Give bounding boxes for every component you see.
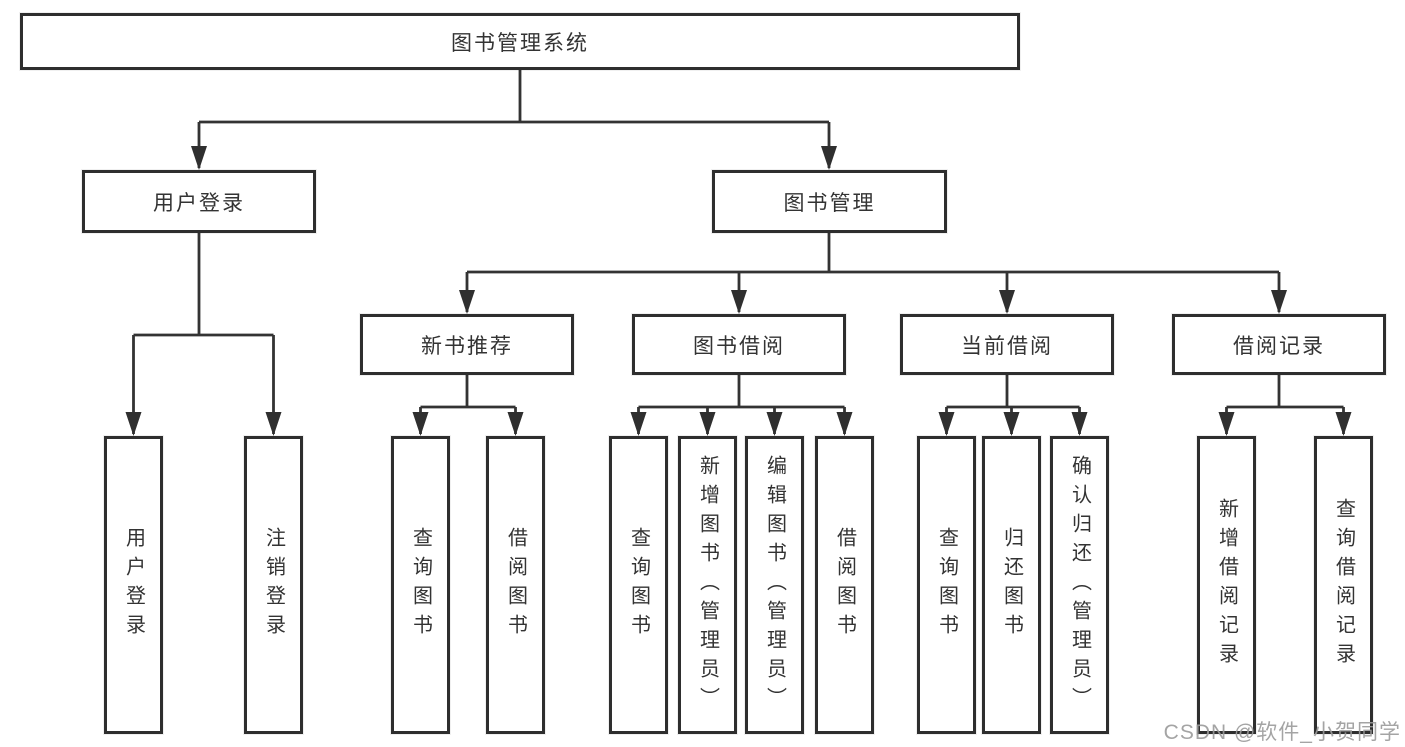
node-root-label: 图书管理系统 — [451, 31, 589, 55]
leaf-query-book-borrow-label: 查询图书 — [627, 527, 650, 643]
leaf-add-book-admin-label: 新增图书（管理员） — [696, 454, 719, 716]
node-current-borrow: 当前借阅 — [900, 314, 1114, 375]
leaf-borrow-book-recommend: 借阅图书 — [486, 436, 545, 734]
leaf-edit-book-admin: 编辑图书（管理员） — [745, 436, 804, 734]
node-root: 图书管理系统 — [20, 13, 1020, 70]
leaf-return-book: 归还图书 — [982, 436, 1041, 734]
tree-edges — [132, 70, 1345, 434]
watermark: CSDN @软件_小贺同学 — [1163, 721, 1401, 744]
leaf-query-borrow-record: 查询借阅记录 — [1314, 436, 1373, 734]
leaf-add-book-admin: 新增图书（管理员） — [678, 436, 737, 734]
leaf-edit-book-admin-label: 编辑图书（管理员） — [763, 454, 786, 716]
leaf-user-login-label: 用户登录 — [122, 527, 145, 643]
node-book-borrow: 图书借阅 — [632, 314, 846, 375]
leaf-logout: 注销登录 — [244, 436, 303, 734]
leaf-return-book-label: 归还图书 — [1000, 527, 1023, 643]
leaf-confirm-return-admin-label: 确认归还（管理员） — [1068, 454, 1091, 716]
node-new-book-recommend: 新书推荐 — [360, 314, 574, 375]
leaf-borrow-book-recommend-label: 借阅图书 — [504, 527, 527, 643]
leaf-query-book-current: 查询图书 — [917, 436, 976, 734]
node-new-book-recommend-label: 新书推荐 — [421, 334, 513, 358]
node-book-borrow-label: 图书借阅 — [693, 334, 785, 358]
node-borrow-records-label: 借阅记录 — [1233, 334, 1325, 358]
node-user-login-label: 用户登录 — [153, 191, 245, 215]
node-borrow-records: 借阅记录 — [1172, 314, 1386, 375]
leaf-add-borrow-record: 新增借阅记录 — [1197, 436, 1256, 734]
leaf-logout-label: 注销登录 — [262, 527, 285, 643]
leaf-query-book-recommend: 查询图书 — [391, 436, 450, 734]
node-current-borrow-label: 当前借阅 — [961, 334, 1053, 358]
leaf-confirm-return-admin: 确认归还（管理员） — [1050, 436, 1109, 734]
leaf-add-borrow-record-label: 新增借阅记录 — [1215, 498, 1238, 672]
leaf-query-book-borrow: 查询图书 — [609, 436, 668, 734]
node-book-management-label: 图书管理 — [783, 191, 876, 215]
leaf-query-book-recommend-label: 查询图书 — [409, 527, 432, 643]
node-user-login: 用户登录 — [82, 170, 316, 233]
node-book-management: 图书管理 — [712, 170, 947, 233]
leaf-borrow-book-label: 借阅图书 — [833, 527, 856, 643]
leaf-user-login: 用户登录 — [104, 436, 163, 734]
leaf-borrow-book: 借阅图书 — [815, 436, 874, 734]
leaf-query-borrow-record-label: 查询借阅记录 — [1332, 498, 1355, 672]
leaf-query-book-current-label: 查询图书 — [935, 527, 958, 643]
